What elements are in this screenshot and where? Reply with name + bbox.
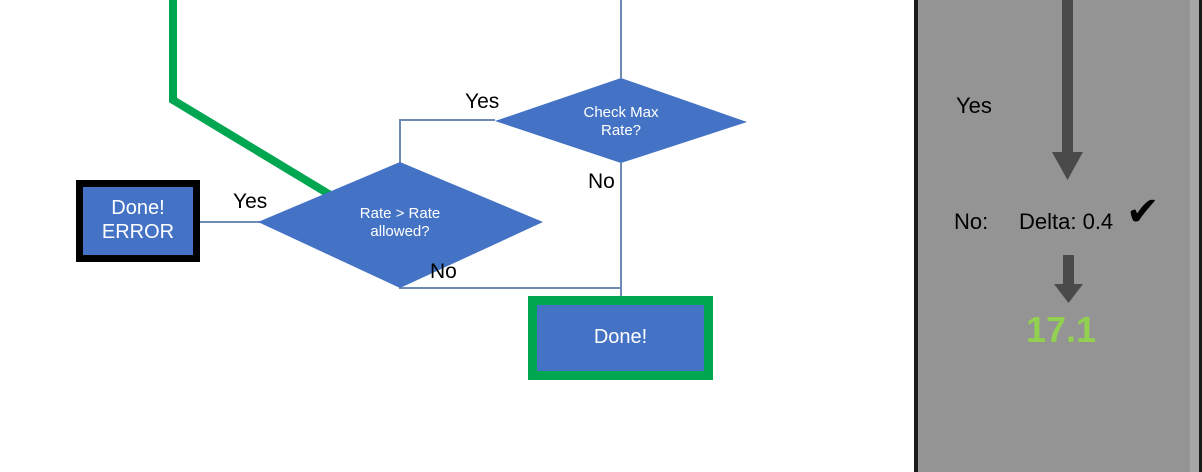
panel-no-label: No: [954, 209, 989, 234]
done-label: Done! [593, 326, 648, 349]
evaluation-panel: Yes No: Delta: 0.4 ✔ 17.1 [914, 0, 1202, 472]
decision-shape-check-max-rate[interactable] [495, 78, 747, 163]
panel-arrows [1052, 0, 1083, 303]
edge-label-rate-check-yes: Yes [233, 190, 268, 213]
done-error-line-2: ERROR [101, 221, 175, 243]
decision-shape-rate-greater-than-allowed[interactable] [258, 162, 543, 288]
process-node-done-error[interactable]: Done! ERROR [76, 180, 200, 262]
edge-label-check-max-no: No [588, 170, 615, 193]
highlight-path-green [169, 0, 340, 203]
panel-yes-label: Yes [956, 93, 992, 118]
done-error-line-1: Done! [111, 197, 165, 220]
panel-result-value: 17.1 [1026, 309, 1097, 350]
arrow-down-long [1052, 0, 1083, 180]
panel-delta-value: Delta: 0.4 [1019, 209, 1114, 234]
arrow-down-short [1054, 255, 1083, 303]
flowchart-canvas: Check Max Rate? Rate > Rate allowed? Don… [76, 0, 747, 380]
check-icon: ✔ [1126, 189, 1160, 235]
panel-outer-edge [1190, 0, 1199, 472]
edge-label-rate-check-no: No [430, 260, 457, 283]
process-node-done[interactable]: Done! [528, 296, 713, 380]
flowchart-connectors-and-shapes [169, 0, 747, 300]
edge-label-check-max-yes: Yes [465, 90, 500, 113]
